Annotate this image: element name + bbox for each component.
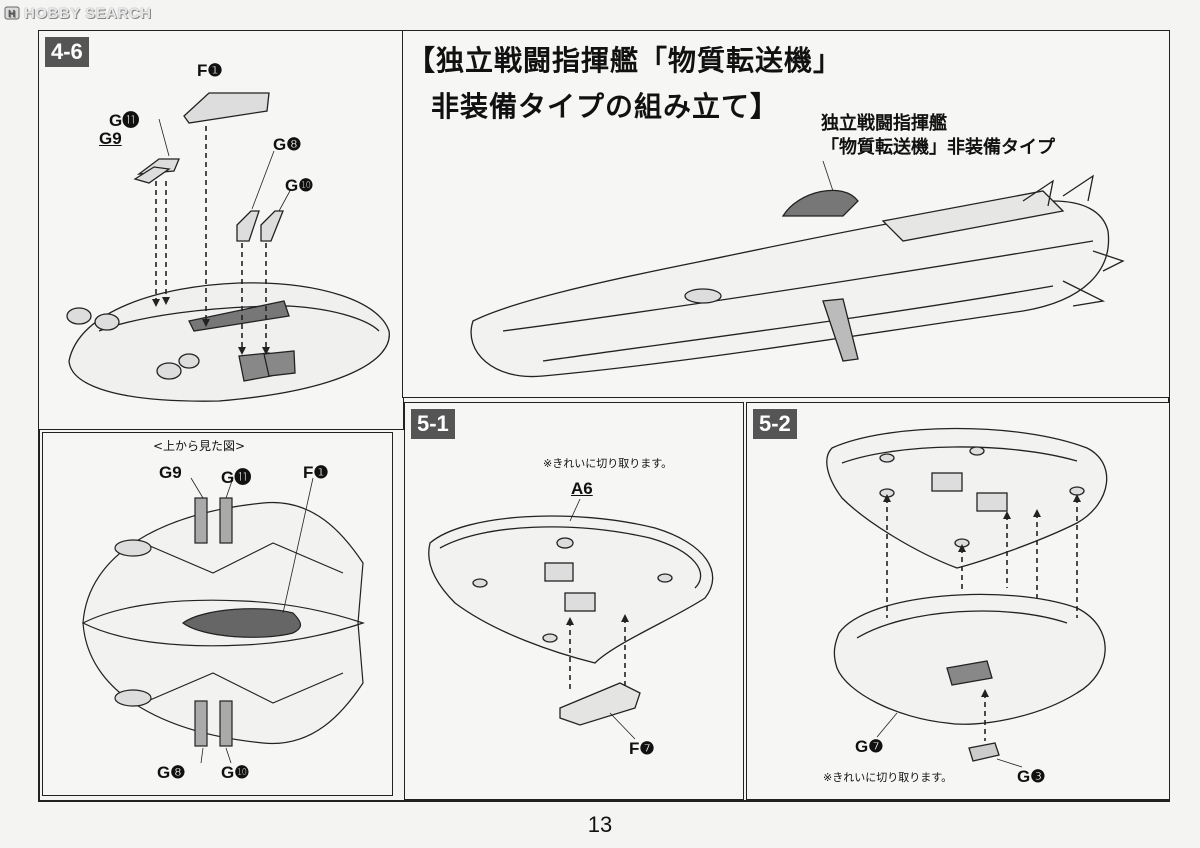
ship-caption-line2: 「物質転送機」非装備タイプ [821, 137, 1055, 158]
panel-step-4-6: 4-6 [38, 30, 404, 430]
label-g9: G9 [99, 129, 122, 148]
panel-step-5-2: 5-2 ※きれいに切り取ります。 G❼ G❸ [746, 402, 1170, 800]
hobby-search-logo-icon: H [4, 6, 20, 20]
section-title-line1: 【独立戦闘指揮艦「物質転送機」 [407, 44, 843, 77]
top-label-g9: G9 [159, 463, 182, 482]
panel-step-5-1: 5-1 ※きれいに切り取ります。 A6 F❼ [404, 402, 744, 800]
top-view-diagram [81, 477, 365, 764]
label-a6: A6 [571, 479, 593, 498]
label-f7: F❼ [629, 739, 655, 758]
step-badge: 4-6 [45, 37, 89, 67]
panel-completed-ship: 【独立戦闘指揮艦「物質転送機」 非装備タイプの組み立て】 独立戦闘指揮艦 「物質… [402, 30, 1170, 398]
panel-top-view: <上から見た図> G9 G⓫ F❶ G❽ G❿ [42, 432, 393, 796]
watermark: H HOBBY SEARCH [4, 4, 151, 22]
label-g3: G❸ [1017, 767, 1046, 786]
cut-note: ※きれいに切り取ります。 [543, 457, 673, 470]
page-number: 13 [587, 812, 613, 837]
top-label-f1: F❶ [303, 463, 329, 482]
section-title-line2: 非装備タイプの組み立て】 [431, 90, 780, 123]
assembly-diagram-5-1 [428, 498, 714, 740]
assembly-diagram-4-6 [66, 92, 390, 402]
assembly-diagram-5-2 [826, 427, 1108, 768]
step-badge: 5-2 [753, 409, 797, 439]
step-badge: 5-1 [411, 409, 455, 439]
cut-note: ※きれいに切り取ります。 [823, 771, 953, 784]
svg-text:H: H [8, 9, 16, 20]
completed-ship-illustration [470, 160, 1125, 378]
label-g10: G❿ [285, 176, 314, 195]
label-f1: F❶ [197, 61, 223, 80]
ship-caption-line1: 独立戦闘指揮艦 [821, 113, 947, 134]
top-view-caption: <上から見た図> [153, 439, 246, 453]
top-label-g8: G❽ [157, 763, 186, 782]
top-label-g11: G⓫ [221, 468, 252, 487]
watermark-text: HOBBY SEARCH [24, 4, 152, 22]
label-g8: G❽ [273, 135, 302, 154]
top-label-g10: G❿ [221, 763, 250, 782]
label-g7: G❼ [855, 737, 884, 756]
label-g11: G⓫ [109, 111, 140, 130]
